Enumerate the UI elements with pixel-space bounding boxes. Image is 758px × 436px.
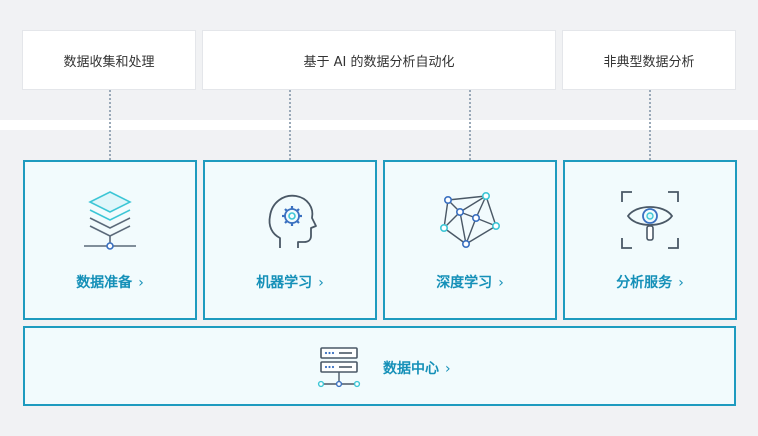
card-data-preparation[interactable]: 数据准备› xyxy=(23,160,197,320)
category-ai-automation: 基于 AI 的数据分析自动化 xyxy=(202,30,556,90)
card-data-center[interactable]: 数据中心› xyxy=(23,326,736,406)
connector-line xyxy=(649,90,651,160)
chevron-right-icon: › xyxy=(445,361,451,377)
card-deep-learning[interactable]: 深度学习› xyxy=(383,160,557,320)
category-label: 数据收集和处理 xyxy=(63,54,155,70)
card-label: 深度学习› xyxy=(436,275,504,291)
category-label: 基于 AI 的数据分析自动化 xyxy=(303,54,455,70)
card-label: 分析服务› xyxy=(616,275,684,291)
card-analytics-service[interactable]: 分析服务› xyxy=(563,160,737,320)
connector-line xyxy=(109,90,111,160)
connector-line xyxy=(289,90,291,160)
category-atypical-analysis: 非典型数据分析 xyxy=(562,30,736,90)
card-label: 数据中心› xyxy=(383,361,451,377)
chevron-right-icon: › xyxy=(498,275,504,291)
chevron-right-icon: › xyxy=(678,275,684,291)
server-icon xyxy=(317,347,361,388)
card-label: 数据准备› xyxy=(76,275,144,291)
layers-stack-icon xyxy=(84,191,136,250)
eye-scan-icon xyxy=(621,191,679,249)
chevron-right-icon: › xyxy=(318,275,324,291)
card-machine-learning[interactable]: 机器学习› xyxy=(203,160,377,320)
head-gear-icon xyxy=(268,194,317,248)
category-label: 非典型数据分析 xyxy=(603,54,695,70)
card-label: 机器学习› xyxy=(256,275,324,291)
neural-network-icon xyxy=(439,192,500,248)
category-data-collection: 数据收集和处理 xyxy=(22,30,196,90)
connector-line xyxy=(469,90,471,160)
chevron-right-icon: › xyxy=(138,275,144,291)
